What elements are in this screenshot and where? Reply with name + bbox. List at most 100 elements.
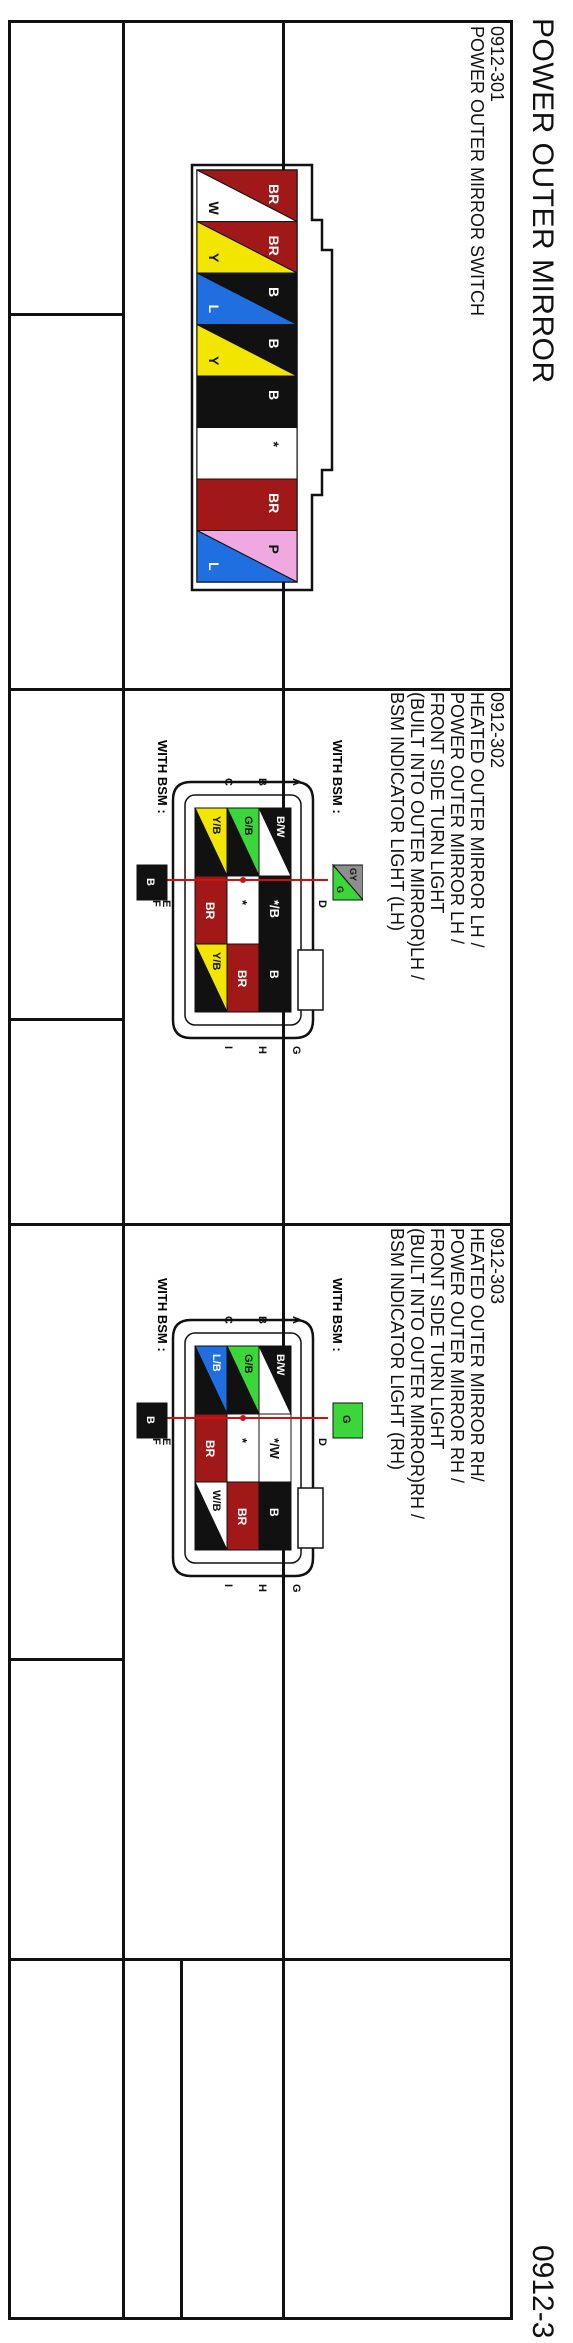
pin-wire-bottom — [194, 943, 228, 1013]
connector-302-line-2: POWER OUTER MIRROR LH / — [447, 692, 467, 945]
pin-label-bottom: L — [206, 305, 222, 314]
pin-letter: D — [316, 1438, 328, 1446]
pin-label-top: BR — [266, 184, 282, 204]
pin-letter: A — [290, 778, 302, 786]
connector-303-label: 0912-303 HEATED OUTER MIRROR RH/ POWER O… — [387, 1228, 507, 1519]
bsm-bottom-wire — [136, 1402, 168, 1439]
pin-label-top: Y/B — [210, 816, 222, 834]
pin-letter: B — [256, 778, 268, 786]
connector-303-line-3: FRONT SIDE TURN LIGHT — [427, 1228, 447, 1450]
pin-label: BR — [203, 902, 217, 920]
connector-301-pin: BRY — [196, 220, 298, 274]
connector-301-pin: PL — [196, 529, 298, 583]
connector-303-line-1: HEATED OUTER MIRROR RH/ — [467, 1228, 487, 1482]
connector-301-label: 0912-301 POWER OUTER MIRROR SWITCH — [467, 26, 507, 316]
pin-label-top: B/W — [274, 1354, 286, 1376]
mirror-pin: B/W — [258, 1345, 292, 1415]
bsm-bottom-wire-box: B — [136, 1402, 168, 1439]
pin-label-top: B/W — [274, 816, 286, 838]
col-divider-sub-3 — [11, 1658, 125, 1661]
mirror-pin: * — [226, 875, 260, 945]
pin-label: */W — [267, 1438, 282, 1460]
connector-303-line-5: BSM INDICATOR LIGHT (RH) — [387, 1228, 407, 1471]
pin-letter: C — [222, 1316, 234, 1324]
pin-label: * — [235, 1438, 250, 1444]
connector-303-with-bsm-bottom: WITH BSM : — [155, 1278, 170, 1352]
pin-letter: F — [150, 1438, 162, 1445]
connector-301-housing — [190, 163, 334, 592]
pin-label-top: G/B — [242, 1354, 254, 1374]
bsm-top-wire-box: GYG — [331, 863, 363, 902]
mirror-housing — [171, 1318, 315, 1578]
mirror-pin: B/W — [258, 807, 292, 877]
mirror-pin: BR — [226, 943, 260, 1013]
bsm-node — [240, 877, 246, 883]
pin-letter: I — [222, 1584, 234, 1587]
pin-letter: B — [256, 1316, 268, 1324]
bsm-bottom-label: B — [144, 878, 156, 886]
pin-label-top: Y/B — [210, 952, 222, 970]
pin-label-top: B — [266, 287, 282, 297]
pin-label-top: BR — [266, 493, 282, 513]
pin-letter: F — [150, 900, 162, 907]
connector-303-line-2: POWER OUTER MIRROR RH / — [447, 1228, 467, 1483]
bsm-top-label-a: GY — [348, 868, 358, 881]
pin-label: B — [267, 1508, 281, 1517]
col-divider-1 — [11, 688, 510, 691]
col-divider-2 — [11, 1223, 510, 1226]
connector-302-diagram: WITH BSM : WITH BSM : B/W*/BBG/B*BRY/BBR… — [136, 740, 363, 1055]
pin-wire-bottom — [196, 529, 298, 583]
mirror-latch — [297, 1487, 324, 1549]
connector-301-code: 0912-301 — [487, 26, 507, 103]
connector-303-with-bsm-top: WITH BSM : — [330, 1278, 345, 1352]
bsm-bottom-wire — [136, 864, 168, 901]
connector-302-line-4: (BUILT INTO OUTER MIRROR)LH / — [407, 692, 427, 981]
pin-label: */B — [267, 900, 282, 918]
mirror-pin: G/B — [226, 807, 260, 877]
pin-letter: G — [290, 1584, 302, 1593]
connector-303-line-4: (BUILT INTO OUTER MIRROR)RH / — [407, 1228, 427, 1520]
mirror-pin: BR — [194, 875, 228, 945]
connector-302-line-5: BSM INDICATOR LIGHT (LH) — [387, 692, 407, 932]
bsm-top-wire — [332, 1402, 363, 1439]
connector-301-line-1: POWER OUTER MIRROR SWITCH — [467, 26, 487, 316]
mirror-pin: Y/B — [194, 943, 228, 1013]
mirror-pin: Y/B — [194, 807, 228, 877]
pin-label-bottom: Y — [206, 253, 222, 263]
mirror-pin: * — [226, 1413, 260, 1483]
connector-301-pin: * — [196, 427, 298, 480]
bsm-top-label: G — [340, 1415, 352, 1424]
connector-302-line-3: FRONT SIDE TURN LIGHT — [427, 692, 447, 914]
pin-letter: E — [160, 900, 172, 907]
connector-301-pin: BL — [196, 272, 298, 326]
connector-302-label: 0912-302 HEATED OUTER MIRROR LH / POWER … — [387, 692, 507, 980]
pin-label-top: L/B — [210, 1354, 222, 1372]
bsm-bottom-wire-box: B — [136, 864, 168, 901]
pin-label-bottom: W — [206, 202, 222, 216]
mirror-pin: */W — [258, 1413, 292, 1483]
mirror-pin: G/B — [226, 1345, 260, 1415]
pin-letter: H — [256, 1584, 268, 1592]
connector-303-diagram: WITH BSM : WITH BSM : B/W*/WBG/B*BRL/BBR… — [136, 1278, 363, 1593]
page-number: 0912-3 — [526, 2245, 559, 2339]
row-divider-3 — [180, 1958, 183, 2317]
pin-label-top: * — [266, 442, 282, 448]
connector-301-pin: B — [196, 375, 298, 428]
pin-wire — [196, 427, 298, 480]
bsm-node — [240, 1415, 246, 1421]
mirror-pin: W/B — [194, 1481, 228, 1551]
mirror-pin: BR — [194, 1413, 228, 1483]
connector-301-pin: BR — [196, 478, 298, 531]
pin-label-top: B — [266, 390, 282, 400]
pin-label-top: W/B — [210, 1490, 222, 1511]
col-divider-3 — [11, 1958, 510, 1961]
pin-label: BR — [203, 1440, 217, 1458]
pin-wire — [196, 375, 298, 428]
connector-301-pin: BY — [196, 323, 298, 377]
connector-303-code: 0912-303 — [487, 1228, 507, 1305]
pin-letter: H — [256, 1046, 268, 1054]
